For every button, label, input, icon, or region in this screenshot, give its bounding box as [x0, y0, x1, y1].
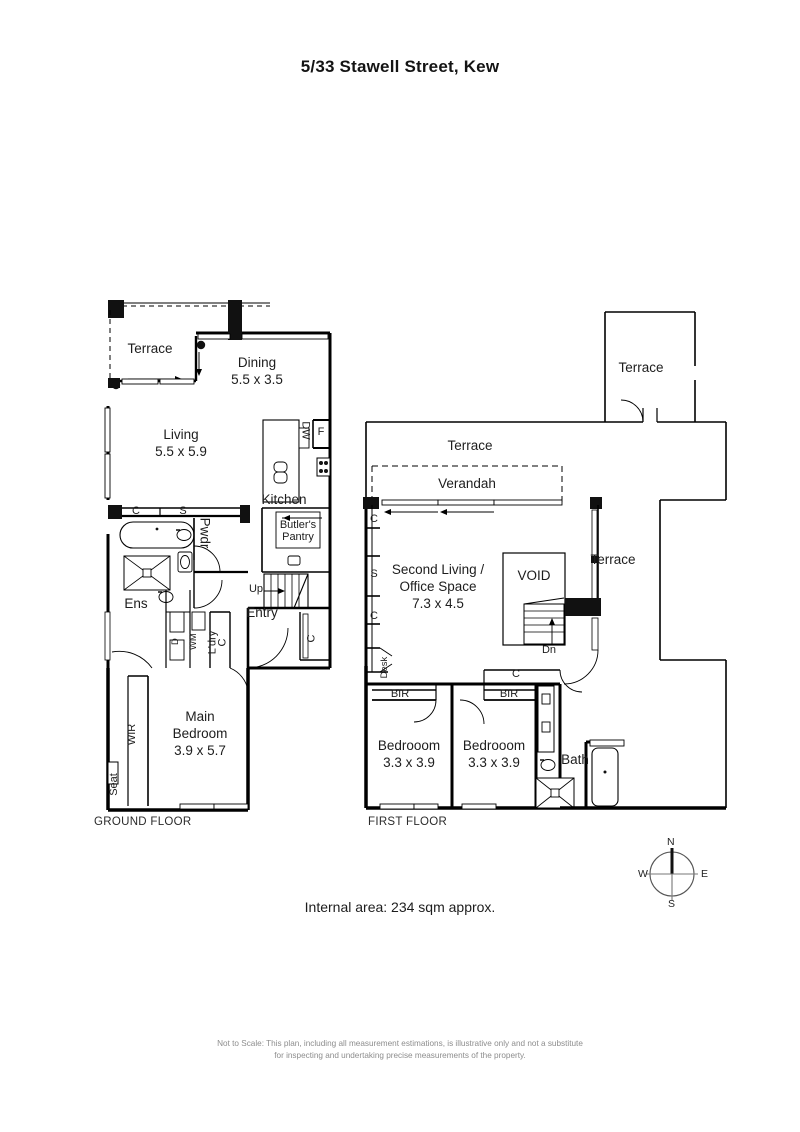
stairs-down-label: Dn — [541, 644, 557, 656]
desk-label: Desk — [379, 656, 391, 679]
ground-floor-drawing — [104, 300, 332, 812]
bir-left-label: BIR — [390, 688, 410, 700]
first-floor-caption: FIRST FLOOR — [368, 816, 448, 828]
hall-cupboard-label: C — [512, 668, 520, 680]
void-label: VOID — [517, 568, 551, 583]
living-label: Living — [163, 427, 199, 442]
disclaimer-line-2: for inspecting and undertaking precise m… — [274, 1050, 526, 1060]
main-bedroom-dimensions: 3.9 x 5.7 — [174, 743, 226, 758]
stairs-up-label: Up — [248, 583, 264, 595]
ensuite-shelf-label: S — [179, 505, 187, 517]
bir-right-label: BIR — [499, 688, 519, 700]
verandah-label: Verandah — [438, 476, 496, 491]
bedroom-right-dimensions: 3.3 x 3.9 — [468, 755, 520, 770]
compass-rose — [646, 848, 698, 900]
first-cupboard-c2-label: C — [370, 610, 378, 622]
dryer-label: D — [169, 638, 181, 646]
first-cupboard-c1-label: C — [370, 513, 378, 525]
fridge-label: F — [317, 426, 325, 438]
kitchen-label: Kitchen — [261, 492, 307, 507]
page-title: 5/33 Stawell Street, Kew — [300, 57, 500, 76]
ground-terrace-label: Terrace — [127, 341, 173, 356]
seat-label: Seat — [107, 773, 120, 796]
wir-label: WIR — [126, 723, 139, 746]
washing-machine-label: WM — [187, 633, 199, 651]
laundry-cupboard-label: C — [216, 638, 229, 647]
first-terrace-right-label: Terrace — [590, 552, 636, 567]
main-bedroom-label-line2: Bedroom — [172, 726, 228, 741]
bath-label: Bath — [561, 752, 589, 767]
first-terrace-main-label: Terrace — [447, 438, 493, 453]
entry-cupboard-label: C — [305, 634, 318, 643]
powder-room-label: Pwdr — [197, 517, 213, 549]
dining-label: Dining — [237, 355, 277, 370]
disclaimer-text: Not to Scale: This plan, including all m… — [0, 1038, 800, 1062]
internal-area-note: Internal area: 234 sqm approx. — [304, 899, 496, 915]
ensuite-label: Ens — [124, 596, 148, 611]
first-terrace-top-label: Terrace — [618, 360, 664, 375]
butlers-pantry-label-line2: Pantry — [282, 531, 314, 543]
disclaimer-line-1: Not to Scale: This plan, including all m… — [217, 1039, 583, 1048]
bedroom-left-label: Bedrooom — [377, 738, 441, 753]
second-living-dimensions: 7.3 x 4.5 — [412, 596, 464, 611]
compass-south-label: S — [668, 898, 676, 910]
ensuite-cupboard-label: C — [132, 505, 140, 517]
main-bedroom-label-line1: Main — [185, 709, 215, 724]
second-living-label-line2: Office Space — [399, 579, 477, 594]
compass-north-label: N — [667, 836, 675, 848]
first-floor-drawing — [363, 311, 727, 810]
bedroom-left-dimensions: 3.3 x 3.9 — [383, 755, 435, 770]
bedroom-right-label: Bedrooom — [462, 738, 526, 753]
first-shelf-s-label: S — [370, 568, 378, 580]
compass-west-label: W — [638, 868, 648, 880]
compass-east-label: E — [701, 868, 709, 880]
entry-label: Entry — [246, 605, 278, 620]
second-living-label-line1: Second Living / — [391, 562, 485, 577]
ground-floor-caption: GROUND FLOOR — [94, 816, 192, 828]
dining-dimensions: 5.5 x 3.5 — [231, 372, 283, 387]
living-dimensions: 5.5 x 5.9 — [155, 444, 207, 459]
dishwasher-label: DW — [299, 421, 312, 440]
butlers-pantry-label-line1: Butler's — [279, 519, 317, 531]
